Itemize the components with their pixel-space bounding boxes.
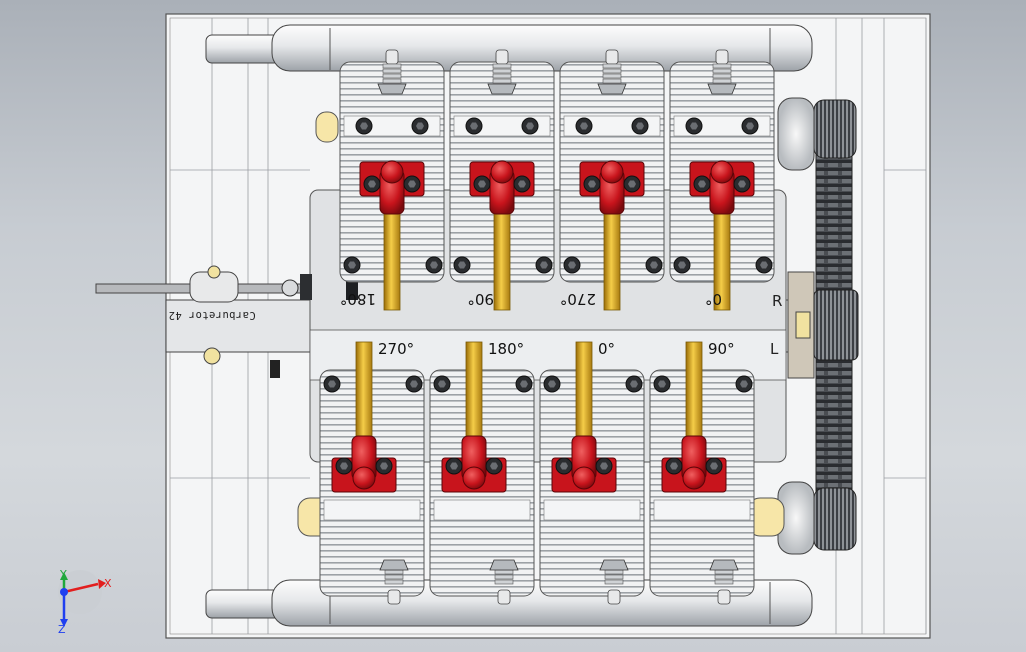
front-bearing-housing[interactable] [787, 271, 859, 379]
triad-z-label: Z [58, 623, 66, 636]
cylinder-bank-right[interactable]: 180° 90° 270° 0° [339, 49, 775, 311]
pushrod [603, 211, 621, 311]
pushrod [575, 341, 593, 451]
bank-r-side-label: R [772, 292, 782, 310]
cylinder-bank_l-2[interactable]: 180° [429, 340, 535, 605]
triad-y-label: Y [59, 568, 67, 581]
angle-label-bank_r-3: 270° [560, 290, 596, 308]
upper-bushing [315, 111, 339, 143]
bank-l-side-label: L [770, 340, 779, 358]
angle-label-bank_l-1: 270° [378, 340, 414, 358]
view-triad[interactable]: X Y Z [58, 568, 112, 636]
cylinder-bank_r-4[interactable]: 0° [669, 49, 775, 311]
pushrod [355, 341, 373, 451]
pushrod [493, 211, 511, 311]
cylinder-bank_l-4[interactable]: 90° [649, 340, 755, 605]
cylinder-bank_l-3[interactable]: 0° [539, 340, 645, 605]
angle-label-bank_l-4: 90° [708, 340, 735, 358]
pushrod [383, 211, 401, 311]
cylinder-bank_r-2[interactable]: 90° [449, 49, 555, 311]
upper-pulley[interactable] [777, 97, 815, 171]
throttle-linkage[interactable] [95, 265, 358, 378]
cylinder-bank_r-3[interactable]: 270° [559, 49, 665, 311]
pushrod [465, 341, 483, 451]
angle-label-bank_r-1: 180° [340, 290, 376, 308]
cylinder-bank-left[interactable]: 270° 180° 0° 90° [319, 340, 755, 605]
pushrod [685, 341, 703, 451]
triad-x-axis [63, 582, 99, 594]
cylinder-bank_r-1[interactable]: 180° [339, 49, 445, 311]
cylinder-bank_l-1[interactable]: 270° [319, 340, 425, 605]
angle-label-bank_l-2: 180° [488, 340, 524, 358]
carburetor-label: Carburetor 42 [168, 309, 255, 321]
upper-tube[interactable] [205, 24, 813, 72]
angle-label-bank_r-4: 0° [705, 290, 722, 308]
triad-x-label: X [104, 577, 112, 590]
angle-label-bank_r-2: 90° [467, 290, 494, 308]
angle-label-bank_l-3: 0° [598, 340, 615, 358]
